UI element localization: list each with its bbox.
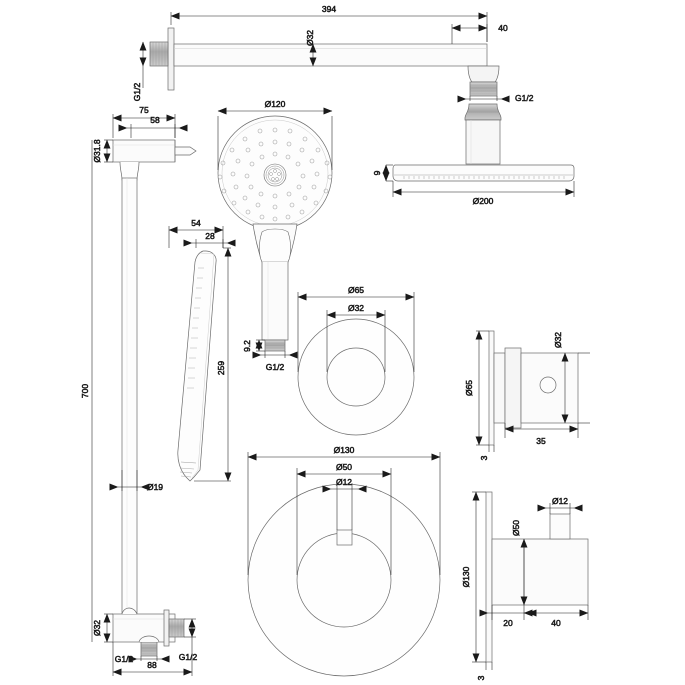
dim-escutcheon-side-plate-diameter-label: Ø65 [464, 380, 474, 396]
dim-rail-bracket-depth-label: 75 [139, 105, 149, 115]
dim-rail-bracket-depth [112, 114, 176, 138]
dim-rail-outlet-diameter [103, 613, 113, 643]
dim-escutcheon-outer-diameter [297, 292, 415, 372]
dim-escutcheon-side-depth [504, 423, 579, 438]
dim-rain-head-thickness [382, 164, 393, 182]
dim-rail-bracket-diameter [103, 139, 113, 163]
dim-hand-shower-face-diameter [217, 107, 333, 170]
dim-rail-base-width [112, 637, 193, 676]
dim-valve-side-depth-back-label: 40 [551, 618, 561, 628]
dim-valve-stem-diameter [322, 483, 367, 530]
dim-rain-head-diameter [392, 181, 575, 197]
dim-arm-length-label: 394 [322, 4, 336, 14]
dim-arm-outlet-offset-label: 40 [498, 23, 508, 33]
dim-rail-diameter-label: Ø19 [147, 482, 163, 492]
dim-valve-side-stem-diameter-label: Ø12 [552, 496, 568, 506]
dim-hand-shower-thread [252, 351, 298, 359]
dim-arm-outlet-offset [451, 24, 488, 44]
dim-rail-diameter [109, 470, 150, 491]
dim-valve-stem-diameter-label: Ø12 [336, 477, 352, 487]
dim-escutcheon-side-plate-thickness [488, 445, 495, 452]
dim-hand-shower-face-width-label: 54 [191, 218, 201, 228]
dim-hand-shower-total-length [194, 247, 232, 482]
dim-rail-thread-right-label: G1/2 [179, 652, 198, 662]
dim-hand-shower-thread-length-label: 9.2 [242, 340, 252, 352]
dim-rail-thread-left-label: G1/2 [115, 654, 134, 664]
view-shower-arm [149, 27, 500, 97]
dim-valve-side-plate-thickness [485, 662, 493, 670]
dim-hand-shower-handle-width-label: 28 [205, 231, 215, 241]
dim-rain-head-diameter-label: Ø200 [473, 196, 494, 206]
dim-hand-shower-face-diameter-label: Ø120 [265, 99, 286, 109]
dim-escutcheon-side-plate-thickness-label: 3 [479, 455, 489, 460]
dim-escutcheon-outer-diameter-label: Ø65 [348, 285, 364, 295]
dim-arm-wall-thread-label: G1/2 [132, 83, 142, 102]
dim-valve-side-knob-diameter-label: Ø50 [511, 520, 521, 536]
dim-valve-side-stem-diameter [537, 503, 583, 514]
dim-escutcheon-inner-diameter-label: Ø32 [348, 303, 364, 313]
dim-valve-outer-diameter [247, 452, 441, 575]
dim-rain-head-thickness-label: 9 [372, 170, 382, 175]
view-escutcheon-small-side [488, 330, 579, 446]
view-slide-rail [112, 139, 197, 657]
dim-valve-side-depth-front-label: 20 [503, 618, 513, 628]
dim-valve-outer-diameter-label: Ø130 [334, 445, 355, 455]
dim-rail-length-label: 700 [80, 384, 90, 398]
dim-arm-length [170, 12, 488, 42]
dim-valve-knob-diameter [296, 468, 392, 575]
dim-arm-outlet-thread [457, 95, 510, 103]
dim-escutcheon-side-body-diameter [561, 352, 590, 424]
dim-rail-thread-right [184, 618, 196, 638]
dim-valve-side-plate-thickness-label: 3 [476, 675, 486, 680]
dim-valve-side-depth-back [523, 605, 589, 620]
view-hand-shower-side [177, 250, 217, 482]
dim-rail-base-width-label: 88 [147, 660, 157, 670]
dim-escutcheon-side-depth-label: 35 [536, 436, 546, 446]
dim-hand-shower-total-length-label: 259 [216, 361, 226, 375]
dim-escutcheon-inner-diameter [326, 310, 386, 372]
dim-escutcheon-side-body-diameter-label: Ø32 [553, 332, 563, 348]
dim-rail-bracket-diameter-label: Ø31.8 [92, 139, 102, 162]
dim-valve-side-plate-diameter [472, 491, 486, 663]
dim-escutcheon-side-plate-diameter [475, 330, 489, 446]
dim-arm-tube-diameter-label: Ø32 [305, 30, 315, 46]
view-hand-shower-face [217, 115, 333, 352]
dim-arm-outlet-thread-label: G1/2 [515, 93, 534, 103]
dim-hand-shower-thread-label: G1/2 [266, 362, 285, 372]
dim-valve-side-plate-diameter-label: Ø130 [461, 566, 471, 587]
dim-hand-shower-thread-length [255, 339, 265, 352]
dim-rail-bracket-inner [118, 124, 188, 138]
dim-rail-thread-left [128, 655, 170, 663]
view-valve-plate-front [247, 483, 441, 677]
view-rain-head [392, 103, 575, 182]
dim-valve-knob-diameter-label: Ø50 [336, 462, 352, 472]
view-valve-plate-side [485, 491, 589, 663]
dim-hand-shower-handle-width [183, 239, 236, 248]
view-escutcheon-small-front [297, 318, 415, 436]
dim-rail-bracket-inner-label: 58 [150, 115, 160, 125]
dim-rail-outlet-diameter-label: Ø32 [92, 620, 102, 636]
